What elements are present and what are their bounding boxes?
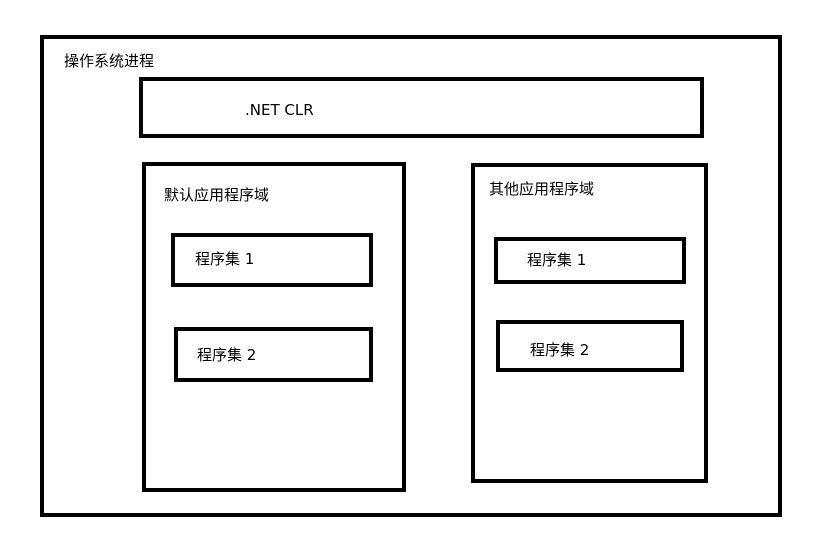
default-domain-assembly-1-box: 程序集 1 <box>171 233 373 287</box>
other-domain-assembly-1-box: 程序集 1 <box>494 237 686 284</box>
assembly-label: 程序集 1 <box>527 251 587 269</box>
default-app-domain-label: 默认应用程序域 <box>164 186 270 204</box>
assembly-label: 程序集 2 <box>197 346 257 364</box>
assembly-label: 程序集 2 <box>530 341 590 359</box>
clr-box: .NET CLR <box>139 77 704 138</box>
assembly-label: 程序集 1 <box>195 250 255 268</box>
other-domain-assembly-2-box: 程序集 2 <box>496 320 684 372</box>
default-domain-assembly-2-box: 程序集 2 <box>174 327 373 382</box>
clr-label: .NET CLR <box>245 101 314 119</box>
other-app-domain-label: 其他应用程序域 <box>489 180 595 198</box>
os-process-label: 操作系统进程 <box>64 52 155 70</box>
